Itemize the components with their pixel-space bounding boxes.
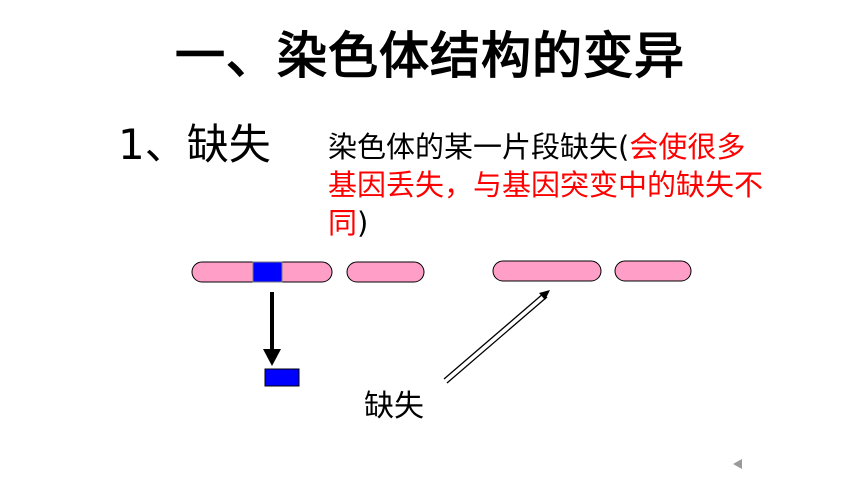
slide-title: 一、染色体结构的变异	[175, 27, 685, 85]
deletion-label: 缺失	[364, 389, 424, 424]
section-heading: 1、缺失	[118, 120, 271, 169]
arrow-diagonal-icon	[443, 290, 550, 384]
description-text: 染色体的某一片段缺失(	[328, 130, 630, 164]
description: 染色体的某一片段缺失(会使很多基因丢失，与基因突变中的缺失不同)	[328, 128, 768, 242]
arrow-down-icon	[263, 292, 281, 366]
result-chromosome-long-arm	[492, 260, 602, 282]
description-highlight: 会使很多基因丢失，与基因突变中的缺失不同	[328, 130, 764, 240]
deleted-segment-in-place	[252, 261, 283, 283]
original-chromosome-short-arm	[346, 261, 425, 283]
removed-segment	[264, 368, 300, 387]
result-chromosome-short-arm	[614, 260, 692, 282]
prev-slide-icon[interactable]	[733, 459, 742, 469]
description-closing: )	[357, 206, 369, 240]
